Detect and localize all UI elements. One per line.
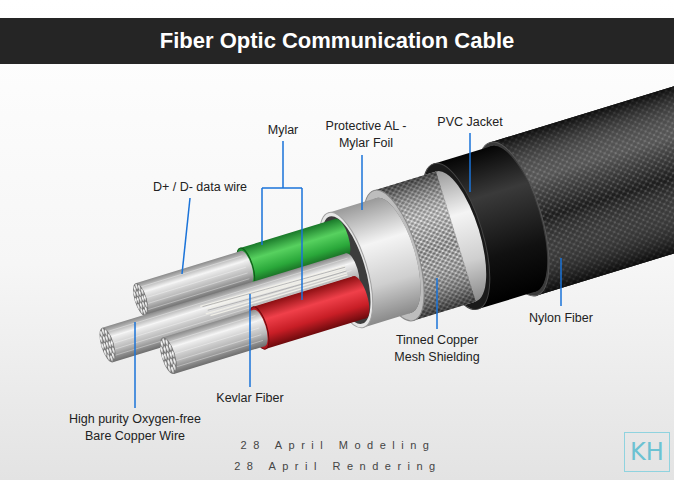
copper-strands [130,281,151,317]
date-note: 28 April Modeling [241,438,436,453]
leader-lines [182,198,190,274]
title-band: Fiber Optic Communication Cable [0,18,674,64]
callout-label: Mylar [268,122,299,139]
logo-box: KH [624,432,670,472]
callout-label: Nylon Fiber [529,310,593,327]
red-insulation [253,276,366,349]
copper-strands [165,316,263,369]
callout-label: High purity Oxygen-free Bare Copper Wire [65,411,205,445]
callout-label: D+ / D- data wire [153,179,247,196]
callout-label: Tinned Copper Mesh Shielding [387,332,487,366]
leader-lines [134,322,136,408]
leader-lines [249,294,251,387]
leader-lines [361,155,363,210]
date-note: 28 April Rendering [234,459,442,474]
cable-body [78,37,674,421]
copper-strands [156,336,180,376]
leader-lines [469,133,471,192]
leader-lines [560,258,562,306]
callout-label: PVC Jacket [437,114,502,131]
leader-lines [135,133,561,408]
copper-strands [156,308,271,376]
title-text: Fiber Optic Communication Cable [160,28,514,53]
leader-lines [262,141,302,300]
red-insulation [245,274,373,351]
leader-lines [436,278,438,329]
logo-text: KH [630,440,664,464]
callout-label: Kevlar Fiber [216,390,283,407]
callout-label: Protective AL - Mylar Foil [321,118,411,152]
copper-strands [96,326,119,364]
